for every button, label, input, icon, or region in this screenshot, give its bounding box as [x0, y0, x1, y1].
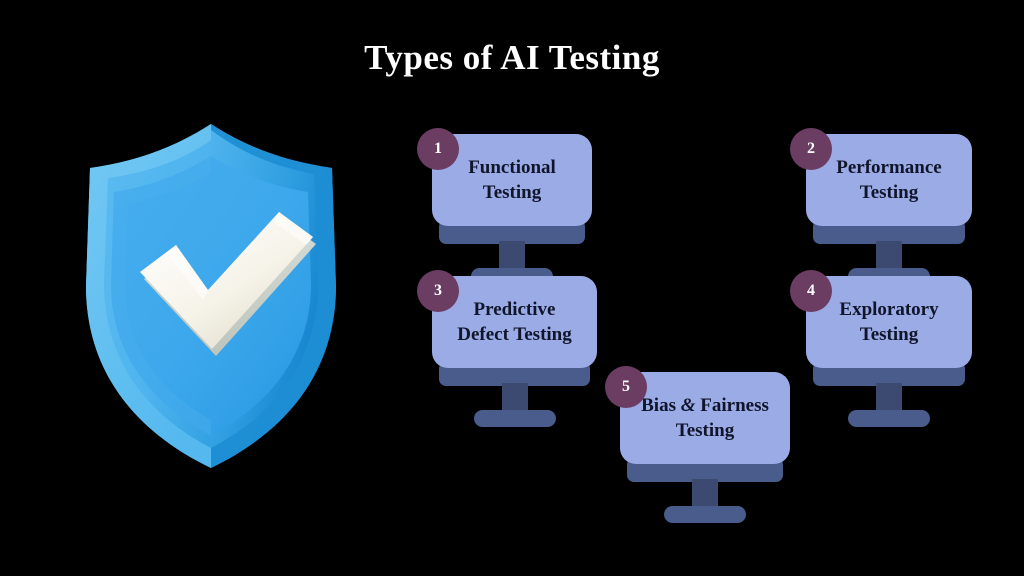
- card-label: Exploratory Testing: [839, 297, 938, 347]
- card-label-line1: Exploratory: [839, 298, 939, 320]
- card-label-line1-part1: Bias: [641, 394, 681, 416]
- monitor-neck: [692, 479, 718, 509]
- card-label-line2: Testing: [859, 182, 919, 203]
- card-number-badge: 4: [790, 270, 832, 312]
- card-label-line2: Testing: [482, 182, 542, 203]
- card-number-badge: 3: [417, 270, 459, 312]
- ampersand-glyph: &: [680, 394, 696, 416]
- monitor-neck: [502, 383, 528, 413]
- monitor-neck: [499, 241, 525, 271]
- card-label: Performance Testing: [836, 155, 942, 205]
- monitor-neck: [876, 241, 902, 271]
- card-number-badge: 2: [790, 128, 832, 170]
- card-number-badge: 1: [417, 128, 459, 170]
- card-label: Predictive Defect Testing: [457, 297, 572, 347]
- card-label-line1: Performance: [836, 156, 942, 178]
- monitor-foot: [848, 410, 930, 427]
- card-exploratory-testing[interactable]: Exploratory Testing 4: [790, 270, 972, 427]
- card-label-line2: Testing: [675, 420, 735, 441]
- shield-with-checkmark-icon: [48, 104, 378, 476]
- card-label: Functional Testing: [468, 155, 556, 205]
- monitor-neck: [876, 383, 902, 413]
- card-performance-testing[interactable]: Performance Testing 2: [790, 128, 972, 285]
- monitor-foot: [474, 410, 556, 427]
- card-screen: Performance Testing: [806, 134, 972, 226]
- page-title: Types of AI Testing: [364, 38, 660, 77]
- card-label: Bias & Fairness Testing: [641, 393, 769, 443]
- card-screen: Bias & Fairness Testing: [620, 372, 790, 464]
- card-label-line1: Bias & Fairness: [641, 393, 769, 418]
- card-label-line2: Testing: [859, 324, 919, 345]
- card-predictive-defect-testing[interactable]: Predictive Defect Testing 3: [417, 270, 597, 427]
- card-bias-fairness-testing[interactable]: Bias & Fairness Testing 5: [605, 366, 790, 523]
- card-screen: Predictive Defect Testing: [432, 276, 597, 368]
- card-label-line2: Defect Testing: [457, 324, 572, 345]
- card-label-line1: Predictive: [473, 298, 556, 320]
- card-functional-testing[interactable]: Functional Testing 1: [417, 128, 592, 285]
- card-screen: Functional Testing: [432, 134, 592, 226]
- card-label-line1: Functional: [468, 156, 556, 178]
- card-number-badge: 5: [605, 366, 647, 408]
- monitor-foot: [664, 506, 746, 523]
- card-screen: Exploratory Testing: [806, 276, 972, 368]
- card-label-line1-part2: Fairness: [695, 394, 769, 416]
